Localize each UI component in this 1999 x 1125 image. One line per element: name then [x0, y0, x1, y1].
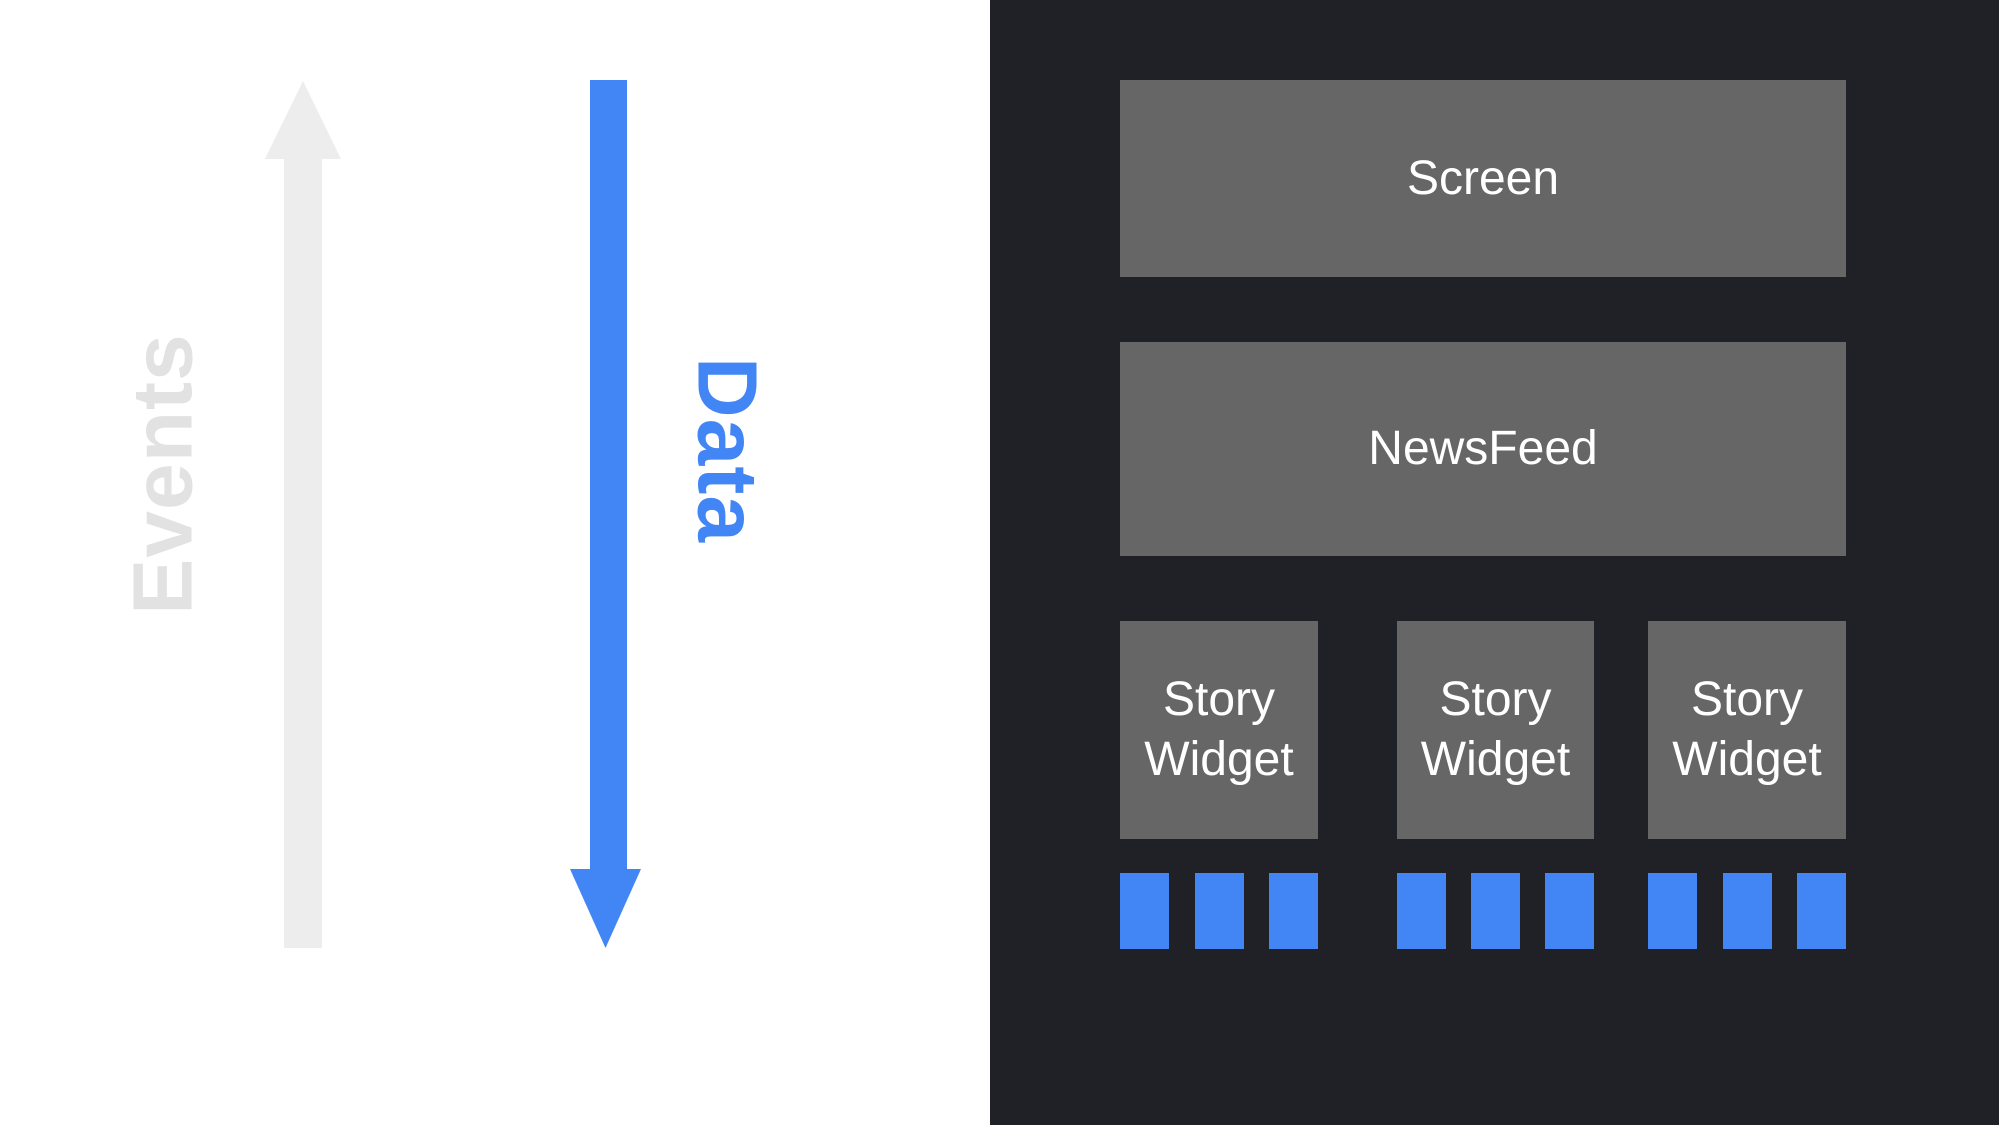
- story-data-block: [1722, 873, 1772, 949]
- data-label-text: Data: [680, 356, 775, 544]
- events-label-text: Events: [115, 333, 210, 615]
- story-widget-box: Story Widget: [1397, 621, 1594, 839]
- newsfeed-box-label: NewsFeed: [1368, 422, 1598, 475]
- story-data-block: [1397, 873, 1446, 949]
- story-data-block: [1545, 873, 1594, 949]
- story-data-blocks: [1120, 873, 1318, 949]
- screen-box: Screen: [1120, 80, 1846, 277]
- story-data-blocks: [1648, 873, 1846, 949]
- story-widget-label: Story Widget: [1420, 673, 1571, 786]
- story-data-blocks: [1397, 873, 1594, 949]
- story-widget-box: Story Widget: [1120, 621, 1318, 839]
- story-data-block: [1194, 873, 1244, 949]
- widget-tree-panel: Screen NewsFeed Story Widget Story Widge…: [990, 0, 1999, 1125]
- events-arrow-up-icon: [265, 81, 341, 948]
- data-flow-panel: Events Data: [0, 0, 990, 1125]
- story-data-block: [1269, 873, 1318, 949]
- story-data-block: [1648, 873, 1697, 949]
- story-widget-box: Story Widget: [1648, 621, 1846, 839]
- data-arrow-down-icon: [570, 80, 641, 948]
- story-widget-label: Story Widget: [1144, 673, 1294, 786]
- story-data-block: [1120, 873, 1169, 949]
- screen-box-label: Screen: [1406, 151, 1560, 205]
- story-data-block: [1471, 873, 1520, 949]
- story-widget-label: Story Widget: [1672, 673, 1822, 786]
- newsfeed-box: NewsFeed: [1120, 342, 1846, 556]
- story-data-block: [1797, 873, 1846, 949]
